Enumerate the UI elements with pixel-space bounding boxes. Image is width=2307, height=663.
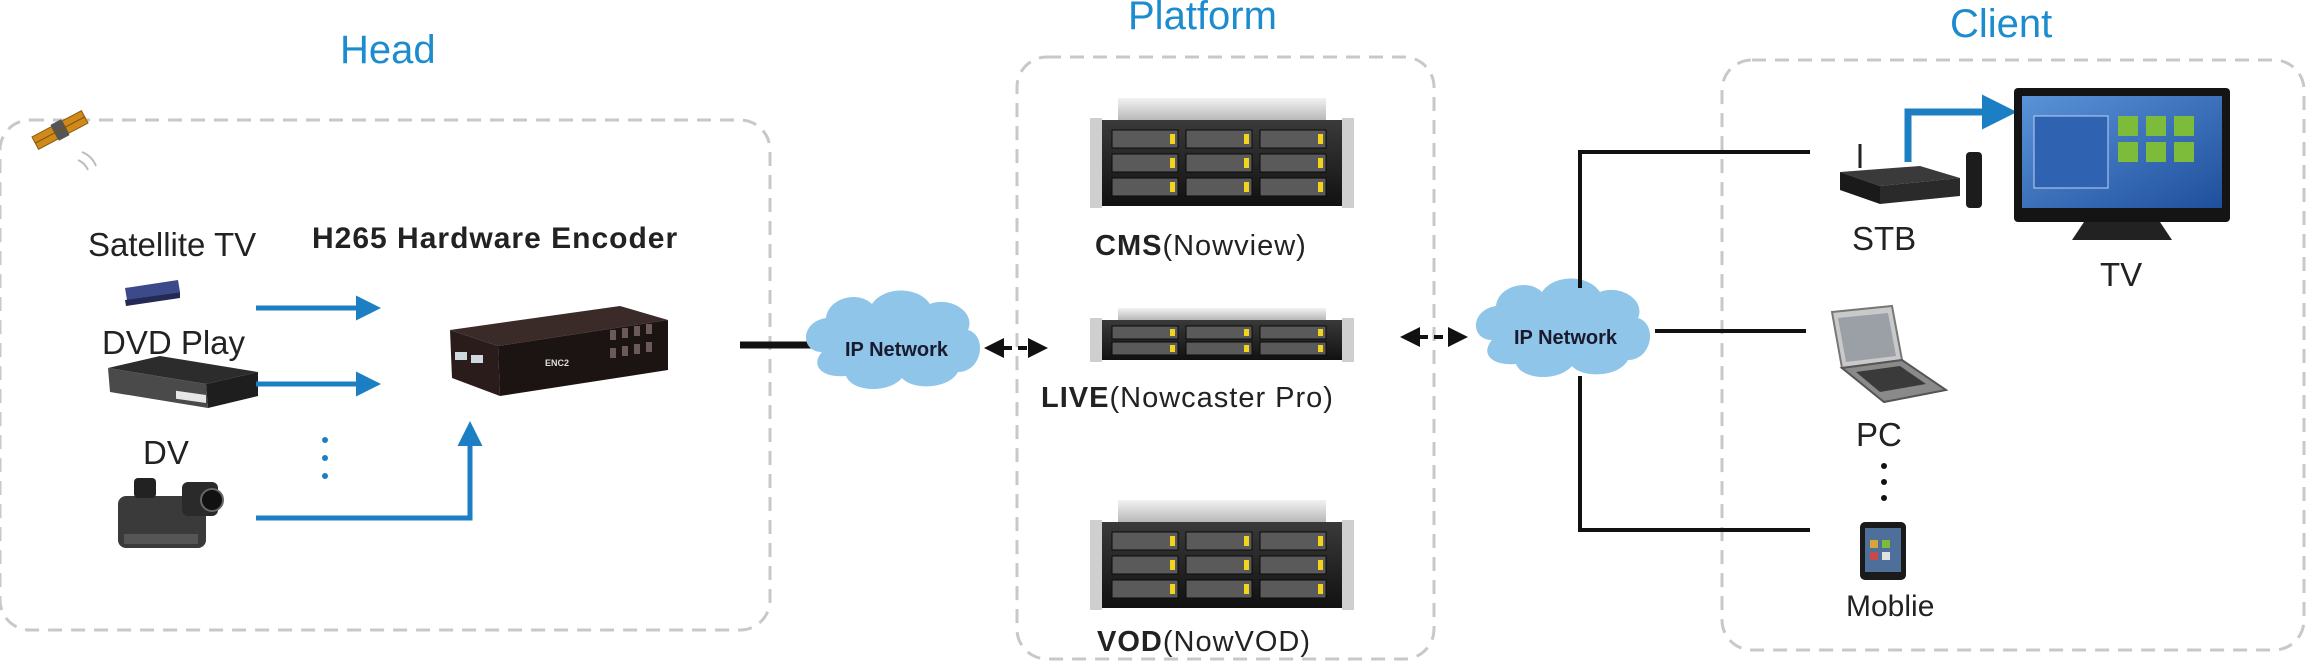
left-ip-network-label: IP Network	[845, 339, 948, 361]
cms-label-paren: (Nowview)	[1162, 230, 1307, 262]
client-section-title: Client	[1950, 2, 2053, 46]
platform-section-box	[1015, 55, 1436, 661]
live-label-paren: (Nowcaster Pro)	[1109, 382, 1334, 414]
satellite-icon	[31, 109, 89, 151]
client-section-box	[1720, 58, 2306, 652]
live-label: LIVE(Nowcaster Pro)	[1041, 384, 1334, 413]
platform-section-title: Platform	[1128, 0, 1277, 38]
stb-icon	[1840, 144, 1982, 208]
right-ip-network-cloud	[1475, 278, 1651, 378]
camcorder-icon	[118, 478, 224, 548]
signal-waves-icon	[77, 151, 97, 171]
remote-control-icon	[1966, 152, 1982, 208]
encoder-device-icon: ENC2	[450, 306, 668, 396]
live-server-icon	[1090, 308, 1354, 362]
cms-label-bold: CMS	[1095, 230, 1163, 262]
client-distribution-lines	[1578, 150, 1810, 532]
mobile-icon	[1860, 522, 1906, 580]
tv-icon	[2014, 88, 2230, 240]
dv-label: DV	[143, 434, 189, 471]
pc-label: PC	[1856, 416, 1902, 453]
satellite-receiver-icon	[125, 280, 180, 306]
dv-to-encoder-arrow	[256, 421, 483, 521]
satellite-tv-label: Satellite TV	[88, 226, 257, 263]
head-section-title: Head	[340, 28, 436, 72]
cms-server-icon	[1090, 98, 1354, 208]
right-ip-network-label: IP Network	[1514, 327, 1617, 349]
more-sources-dots	[322, 437, 328, 479]
cms-label: CMS(Nowview)	[1095, 232, 1307, 261]
vod-label: VOD(NowVOD)	[1097, 628, 1311, 657]
encoder-title: H265 Hardware Encoder	[312, 222, 679, 255]
encoder-badge-text: ENC2	[545, 358, 569, 368]
head-section-box	[0, 118, 772, 632]
stb-label: STB	[1852, 220, 1917, 257]
vod-server-icon	[1090, 500, 1354, 610]
dvd-play-label: DVD Play	[102, 324, 246, 361]
vod-label-bold: VOD	[1097, 626, 1163, 658]
left-ip-network-cloud	[805, 290, 981, 390]
laptop-icon	[1830, 304, 1949, 404]
stb-to-tv-arrow	[1904, 94, 2017, 162]
vod-label-paren: (NowVOD)	[1162, 626, 1312, 658]
live-label-bold: LIVE	[1041, 382, 1110, 414]
more-clients-dots	[1881, 463, 1887, 501]
mobile-label: Moblie	[1846, 590, 1935, 623]
tv-label: TV	[2100, 256, 2143, 293]
dvd-player-icon	[108, 356, 258, 408]
